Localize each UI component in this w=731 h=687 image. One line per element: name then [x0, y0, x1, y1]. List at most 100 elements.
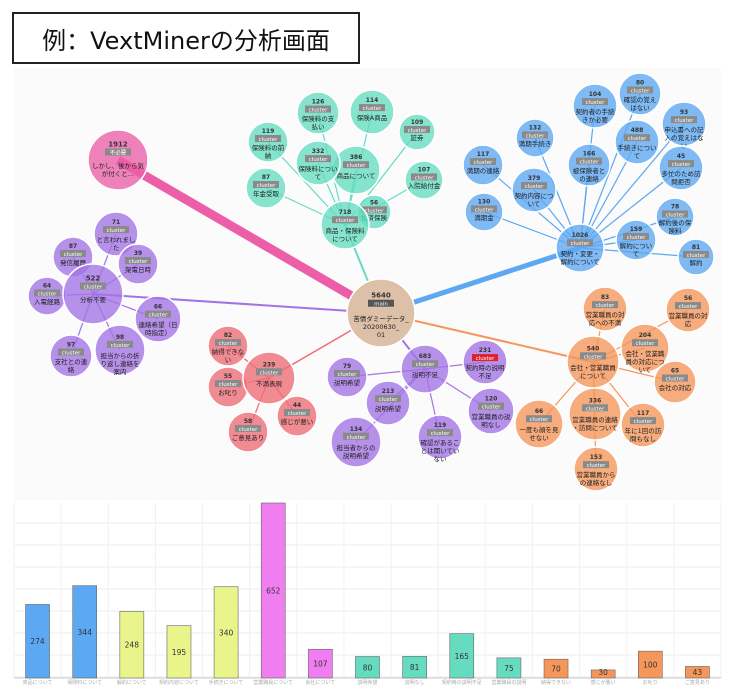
node-tag-bg: [471, 205, 497, 213]
bar-2: [119, 611, 145, 679]
node-tag: cluster: [365, 208, 384, 214]
node-label: 保険料の前: [252, 143, 285, 152]
node-label: が付くと…: [102, 169, 135, 178]
node-tag: cluster: [84, 285, 103, 291]
cluster-node-blue-8[interactable]: 93cluster申込書への記入の覚えはない: [661, 101, 707, 150]
bar-value-label: 70: [551, 665, 561, 674]
bar-1: [72, 585, 97, 679]
node-circle: [582, 286, 628, 332]
node-tag-bg: [576, 157, 602, 165]
node-label: 連絡希望（日: [139, 320, 178, 329]
node-label: 商品について: [337, 171, 376, 180]
node-tag: cluster: [363, 106, 382, 112]
bar-value-label: 340: [219, 628, 234, 637]
node-tag: cluster: [431, 431, 450, 437]
node-tag-bg: [105, 148, 131, 156]
node-label: 説明希望: [375, 404, 402, 413]
node-circle: [514, 399, 564, 449]
node-count: 98: [116, 334, 124, 341]
node-circle: [618, 72, 662, 116]
node-tag: cluster: [38, 291, 57, 297]
node-label: 説明不足: [412, 370, 439, 379]
node-tag: cluster: [476, 356, 495, 362]
node-count: 166: [583, 151, 596, 158]
node-label: 満期の連絡: [467, 166, 500, 175]
node-tag-bg: [255, 135, 281, 142]
node-tag-bg: [526, 415, 552, 423]
link-center-orange: [380, 312, 594, 363]
node-label: 満期金: [474, 213, 494, 222]
node-tag: cluster: [675, 118, 694, 124]
node-tag-bg: [582, 98, 608, 106]
node-count: 64: [43, 282, 51, 289]
node-tag: cluster: [149, 313, 168, 319]
link-blue: [579, 93, 641, 249]
node-label: 営業職員の説: [472, 412, 512, 421]
node-label: 案内: [114, 367, 127, 376]
node-tag: cluster: [482, 405, 501, 411]
node-count: 213: [382, 388, 395, 395]
cluster-hub-pink[interactable]: 1912不必要しかし、後から気が付くと…: [87, 129, 149, 191]
bar-category-label: 感じが悪い: [591, 679, 616, 686]
node-tag: cluster: [679, 304, 698, 310]
node-tag: cluster: [347, 435, 366, 441]
node-count: 104: [589, 91, 602, 98]
bar-category-label: 商品について: [23, 679, 53, 686]
node-tag-bg: [668, 160, 694, 168]
node-label: 確認があるこ: [421, 438, 460, 447]
node-tag-bg: [58, 348, 84, 356]
